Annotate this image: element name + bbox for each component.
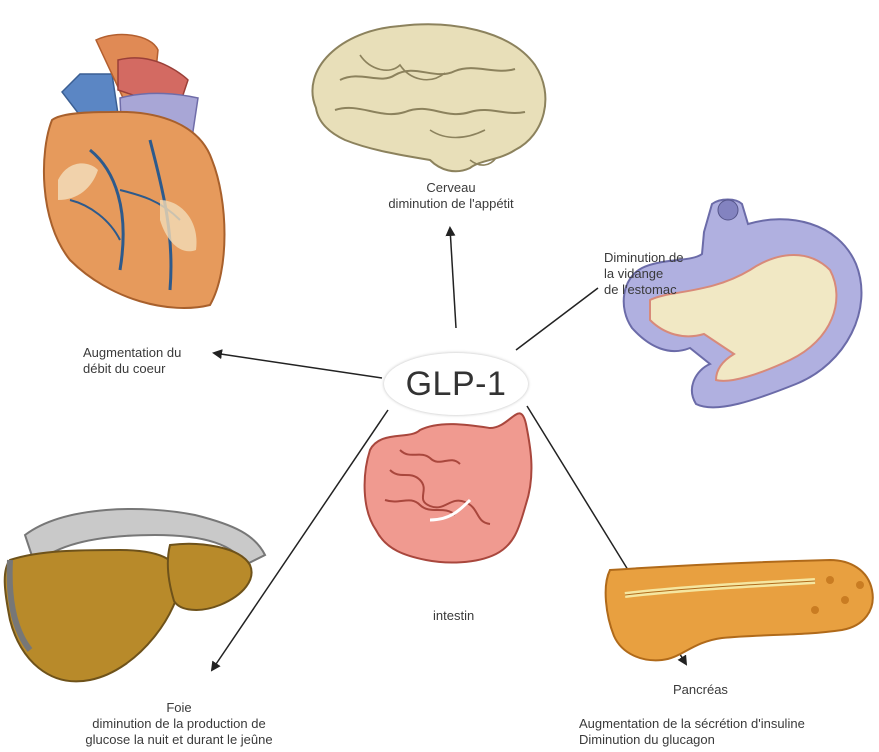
glp1-center: GLP-1 (384, 353, 528, 415)
glp1-label: GLP-1 (406, 365, 507, 404)
brain-label: Cerveau diminution de l'appétit (356, 180, 546, 212)
pancreas-title: Pancréas (673, 682, 728, 698)
heart-line1: Augmentation du (83, 345, 181, 361)
heart-line2: débit du coeur (83, 361, 181, 377)
pancreas-label: Augmentation de la sécrétion d'insuline … (579, 716, 805, 748)
stomach-illustration (624, 200, 862, 408)
liver-title: Foie (54, 700, 304, 716)
brain-illustration (312, 24, 545, 171)
brain-effect: diminution de l'appétit (356, 196, 546, 212)
heart-label: Augmentation du débit du coeur (83, 345, 181, 377)
stomach-line3: de l'estomac (604, 282, 684, 298)
intestine-label: intestin (433, 608, 474, 624)
arrow-to-heart (214, 353, 382, 378)
stomach-line1: Diminution de (604, 250, 684, 266)
stomach-line2: la vidange (604, 266, 684, 282)
heart-illustration (44, 35, 225, 308)
pancreas-illustration (606, 560, 873, 660)
liver-illustration (5, 509, 265, 681)
intestine-illustration (365, 413, 532, 562)
pancreas-line1: Augmentation de la sécrétion d'insuline (579, 716, 805, 732)
brain-title: Cerveau (356, 180, 546, 196)
pancreas-line2: Diminution du glucagon (579, 732, 805, 748)
liver-label: Foie diminution de la production de gluc… (54, 700, 304, 748)
liver-line2: glucose la nuit et durant le jeûne (54, 732, 304, 748)
line-to-stomach (516, 288, 598, 350)
liver-line1: diminution de la production de (54, 716, 304, 732)
stomach-label: Diminution de la vidange de l'estomac (604, 250, 684, 298)
arrow-to-brain (450, 228, 456, 328)
